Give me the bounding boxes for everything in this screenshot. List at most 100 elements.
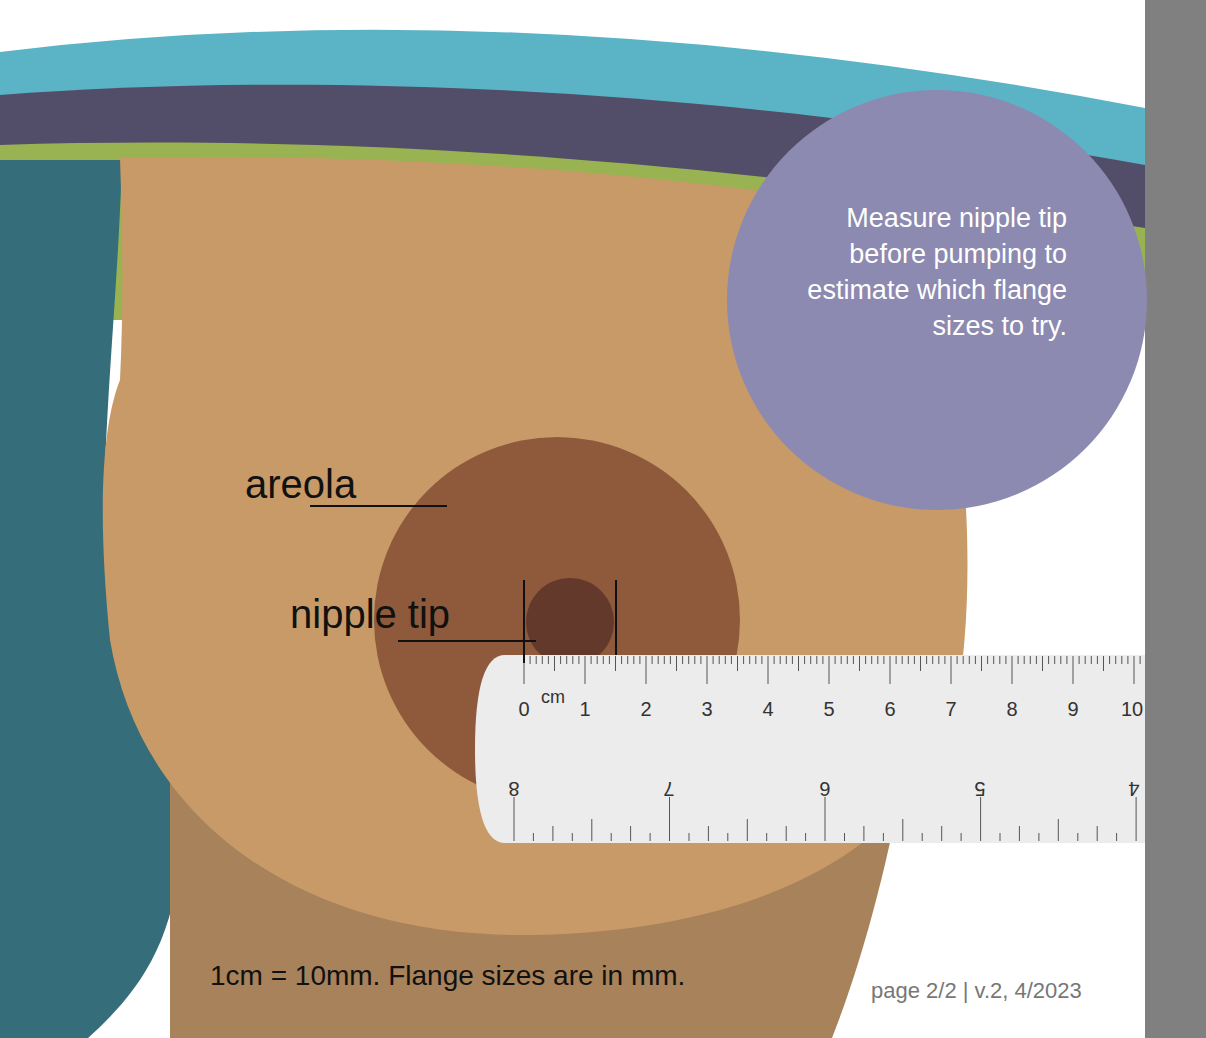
measure-line: [615, 580, 617, 655]
tick: [1134, 656, 1135, 684]
tick: [585, 656, 586, 684]
tick: [700, 656, 701, 664]
tick: [1079, 656, 1080, 664]
tick: [941, 826, 942, 841]
tick: [1116, 833, 1117, 841]
scale-number: 5: [974, 779, 985, 799]
tick: [1000, 833, 1001, 841]
tick: [682, 656, 683, 664]
tick: [774, 656, 775, 664]
tick: [981, 656, 982, 671]
tick: [591, 819, 592, 841]
tick: [859, 656, 860, 671]
scale-number: 7: [663, 779, 674, 799]
tick: [1115, 656, 1116, 664]
tick: [597, 656, 598, 664]
tick: [766, 833, 767, 841]
tick: [980, 797, 981, 841]
tick: [853, 656, 854, 664]
tick: [1060, 656, 1061, 664]
tick: [957, 656, 958, 664]
tick: [1085, 656, 1086, 664]
tick: [1005, 656, 1006, 664]
tick: [1103, 656, 1104, 671]
tick: [688, 656, 689, 664]
tick: [1073, 656, 1074, 684]
tick: [650, 833, 651, 841]
tick: [1121, 656, 1122, 664]
tick: [552, 826, 553, 841]
tick: [932, 656, 933, 664]
unit-label: cm: [541, 688, 565, 706]
tick: [1140, 656, 1141, 664]
scale-number: 6: [819, 779, 830, 799]
tick: [969, 656, 970, 664]
tick: [1018, 656, 1019, 664]
tick: [792, 656, 793, 664]
part-label: nipple tip: [290, 594, 450, 634]
tick: [863, 826, 864, 841]
tick: [847, 656, 848, 664]
tick: [883, 656, 884, 664]
tick: [908, 656, 909, 664]
tick: [1042, 656, 1043, 671]
scale-number: 0: [518, 699, 529, 719]
tick: [727, 833, 728, 841]
tick: [835, 656, 836, 664]
tick: [761, 656, 762, 664]
note: 1cm = 10mm. Flange sizes are in mm.: [210, 962, 685, 990]
tick: [914, 656, 915, 664]
tick: [1054, 656, 1055, 664]
tick: [1019, 826, 1020, 841]
tick: [805, 833, 806, 841]
tick: [749, 656, 750, 664]
scale-number: 10: [1121, 699, 1143, 719]
tick: [755, 656, 756, 664]
tick: [865, 656, 866, 664]
tick: [963, 656, 964, 664]
scale-number: 9: [1067, 699, 1078, 719]
tick: [841, 656, 842, 664]
tick: [844, 833, 845, 841]
tick: [944, 656, 945, 664]
tick: [591, 656, 592, 664]
scale-number: 4: [762, 699, 773, 719]
scale-number: 5: [823, 699, 834, 719]
tick: [926, 656, 927, 664]
tick: [1030, 656, 1031, 664]
tick: [627, 656, 628, 664]
tick: [578, 656, 579, 664]
tick: [536, 656, 537, 664]
tick: [902, 656, 903, 664]
tick: [652, 656, 653, 664]
tick: [822, 656, 823, 664]
tick: [1097, 826, 1098, 841]
tick: [639, 656, 640, 664]
tick: [780, 656, 781, 664]
tick: [961, 833, 962, 841]
scale-number: 3: [701, 699, 712, 719]
tick: [1097, 656, 1098, 664]
leader-line: [398, 640, 536, 642]
tick: [708, 826, 709, 841]
tick: [951, 656, 952, 684]
scale-number: 8: [1006, 699, 1017, 719]
tick: [664, 656, 665, 664]
tick: [890, 656, 891, 684]
ruler-ticks: [514, 656, 1140, 841]
scale-number: 6: [884, 699, 895, 719]
tick: [1038, 833, 1039, 841]
leader-line: [310, 505, 447, 507]
tick: [747, 819, 748, 841]
tick: [572, 656, 573, 664]
tick: [938, 656, 939, 664]
tick: [1066, 656, 1067, 664]
tick: [566, 656, 567, 664]
scale-number: 7: [945, 699, 956, 719]
tick: [1077, 833, 1078, 841]
tick: [1048, 656, 1049, 664]
tick: [725, 656, 726, 664]
tick: [560, 656, 561, 664]
tick: [658, 656, 659, 664]
page-info: page 2/2 | v.2, 4/2023: [871, 980, 1082, 1002]
